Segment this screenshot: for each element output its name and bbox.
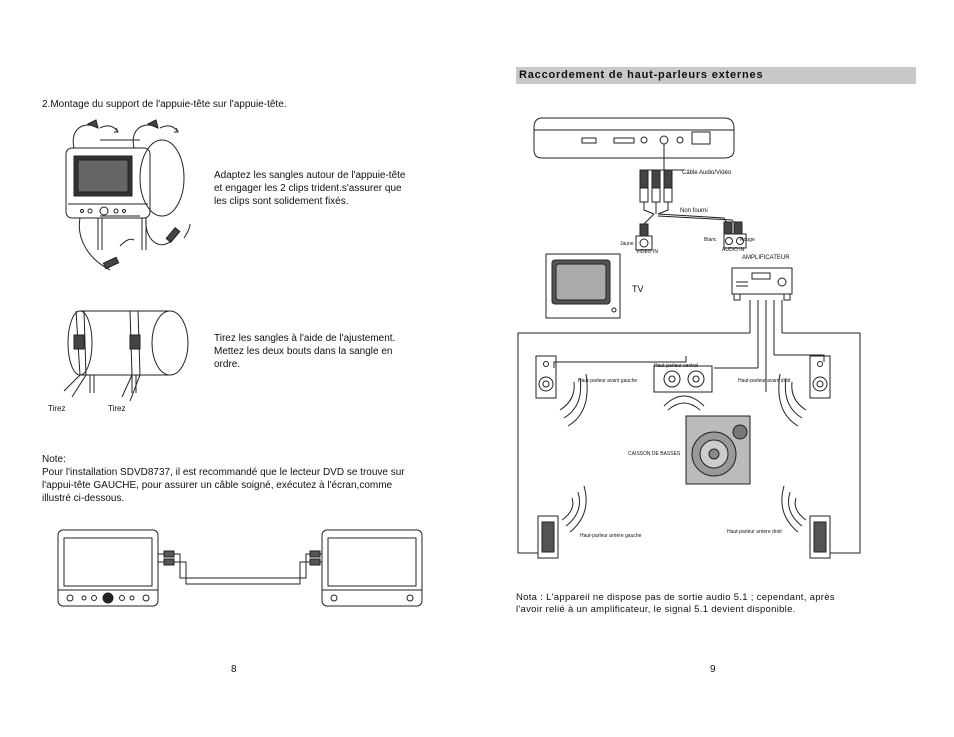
pull-label-1: Tirez: [48, 404, 66, 413]
instruction-2-line: Tirez les sangles à l'aide de l'ajusteme…: [214, 333, 396, 344]
instruction-1-line: et engager les 2 clips trident.s'assurer…: [214, 183, 402, 194]
label-hp-avant-gauche: Haut-parleur avant gauche: [578, 378, 638, 384]
label-hp-arriere-droit: Haut-parleur arrière droit: [727, 529, 782, 535]
nota-block: Nota : L'appareil ne dispose pas de sort…: [516, 592, 835, 616]
label-audio-in: AUDIO IN: [722, 247, 745, 253]
note-line: illustré ci-dessous.: [42, 493, 125, 504]
step-title: 2.Montage du support de l'appuie-tête su…: [42, 99, 287, 110]
note-block: Note: Pour l'installation SDVD8737, il e…: [42, 453, 405, 505]
label-cable-av: Câble Audio/Vidéo: [682, 170, 732, 176]
label-rouge: Rouge: [740, 237, 755, 243]
instruction-2-line: ordre.: [214, 359, 241, 370]
instruction-1-line: les clips sont solidement fixés.: [214, 196, 349, 207]
label-video-in: VIDEO IN: [636, 249, 658, 255]
dual-player-connection-diagram: [57, 529, 423, 607]
instruction-2: Tirez les sangles à l'aide de l'ajusteme…: [214, 332, 395, 371]
label-not-supplied: Non fourni: [680, 208, 708, 214]
nota-line: l'avoir relié à un amplificateur, le sig…: [516, 604, 796, 615]
nota-line: Nota : L'appareil ne dispose pas de sort…: [516, 592, 835, 603]
page-number-left: 8: [231, 664, 237, 675]
note-line: l'appui-tête GAUCHE, pour assurer un câb…: [42, 480, 393, 491]
headrest-mount-illustration: [65, 119, 191, 271]
page-number-right: 9: [710, 664, 716, 675]
section-header: Raccordement de haut-parleurs externes: [516, 67, 916, 84]
label-hp-arriere-gauche: Haut-parleur arrière gauche: [580, 533, 642, 539]
label-amplificateur: AMPLIFICATEUR: [742, 255, 790, 261]
speaker-connection-diagram: [517, 117, 861, 559]
strap-adjust-illustration: [63, 310, 189, 402]
label-hp-central: Haut-parleur central: [654, 363, 699, 369]
label-tv: TV: [632, 284, 644, 294]
instruction-1-line: Adaptez les sangles autour de l'appuie-t…: [214, 170, 406, 181]
instruction-2-line: Mettez les deux bouts dans la sangle en: [214, 346, 393, 357]
pull-label-2: Tirez: [108, 404, 126, 413]
label-jaune: Jaune: [620, 241, 634, 247]
section-title: Raccordement de haut-parleurs externes: [519, 69, 764, 81]
label-caisson: CAISSON DE BASSES: [628, 451, 681, 457]
note-line: Pour l'installation SDVD8737, il est rec…: [42, 467, 405, 478]
instruction-1: Adaptez les sangles autour de l'appuie-t…: [214, 169, 405, 208]
label-hp-avant-droit: Haut-parleur avant droit: [738, 378, 791, 384]
label-blanc: Blanc: [704, 237, 717, 243]
note-title: Note:: [42, 454, 66, 465]
